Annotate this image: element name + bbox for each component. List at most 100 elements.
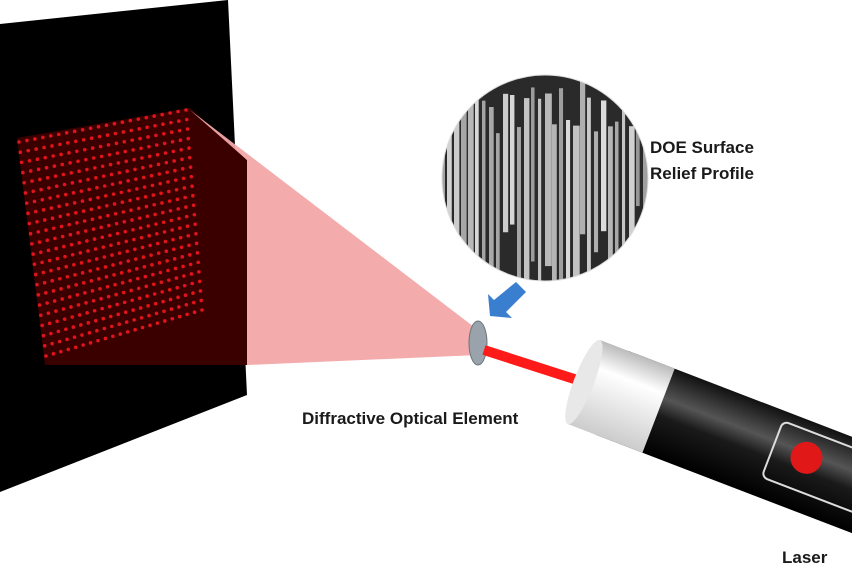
dot	[45, 301, 49, 305]
dot	[123, 229, 128, 234]
dot	[58, 214, 63, 219]
dot	[117, 251, 122, 255]
dot	[56, 329, 61, 334]
dot	[106, 143, 111, 147]
dot	[54, 184, 59, 189]
dot	[83, 229, 88, 233]
dot	[70, 252, 75, 257]
dot	[136, 196, 140, 201]
dot	[93, 247, 98, 251]
dot	[113, 212, 118, 216]
dot	[84, 301, 88, 305]
dot	[77, 169, 81, 174]
dot	[79, 261, 84, 265]
dot	[136, 117, 141, 121]
dot	[109, 243, 113, 248]
dot	[197, 270, 201, 274]
relief-ridge	[594, 131, 599, 253]
dot	[189, 174, 194, 179]
dot	[191, 203, 196, 208]
dot	[83, 291, 87, 295]
dot	[188, 262, 193, 267]
dot	[54, 246, 58, 251]
dot	[98, 215, 102, 220]
dot	[71, 191, 76, 195]
dot	[25, 138, 29, 143]
dot	[51, 154, 55, 158]
relief-ridge	[489, 107, 494, 281]
dot	[102, 255, 107, 259]
dot	[98, 144, 103, 149]
dot	[151, 282, 156, 287]
dot	[167, 199, 172, 203]
dot	[118, 261, 123, 265]
relief-ridge	[482, 100, 486, 281]
dot	[24, 201, 29, 205]
dot	[109, 172, 114, 177]
dot	[172, 257, 177, 261]
dot	[57, 204, 61, 209]
dot	[146, 224, 151, 228]
dot	[70, 315, 74, 319]
dot	[108, 162, 113, 167]
dot	[85, 239, 89, 243]
dot	[115, 231, 120, 236]
dot	[91, 227, 96, 231]
dot	[147, 144, 151, 149]
dot	[40, 260, 44, 265]
dot	[49, 268, 53, 273]
dot	[101, 245, 106, 249]
dot	[179, 147, 183, 152]
dot	[50, 278, 55, 283]
dot	[148, 323, 152, 328]
dot	[153, 301, 158, 306]
relief-ridge	[622, 83, 626, 281]
dot	[69, 305, 73, 309]
dot	[72, 201, 77, 205]
dot	[191, 193, 195, 198]
dot	[187, 243, 191, 248]
dot	[178, 226, 182, 230]
dot	[36, 167, 41, 172]
dot	[188, 253, 192, 257]
dot	[70, 181, 75, 185]
dot	[41, 333, 46, 338]
dot	[93, 166, 97, 170]
down-arrow-icon	[488, 282, 526, 318]
dot	[66, 141, 70, 145]
dot	[152, 202, 157, 207]
dot	[26, 211, 30, 216]
dot	[39, 187, 43, 192]
dot	[48, 196, 52, 200]
dot	[114, 141, 119, 146]
dot	[54, 309, 58, 313]
relief-ridge	[496, 133, 500, 281]
dot	[26, 148, 31, 153]
dot	[32, 262, 37, 267]
dot	[51, 226, 56, 231]
dot	[192, 310, 197, 314]
dot	[138, 306, 143, 310]
dot	[35, 157, 40, 162]
dot	[126, 179, 130, 183]
dot	[96, 267, 100, 271]
dot	[123, 310, 128, 315]
dot	[44, 354, 48, 358]
dot	[97, 277, 101, 281]
dot	[126, 259, 131, 263]
dot	[76, 303, 81, 307]
dot	[56, 266, 61, 271]
dot	[42, 145, 46, 150]
dot	[168, 111, 172, 115]
dot	[147, 313, 151, 318]
dot	[138, 136, 142, 141]
dot	[78, 251, 83, 255]
dot	[61, 172, 66, 177]
dot	[107, 152, 112, 157]
dot	[60, 297, 65, 301]
dot	[89, 136, 94, 140]
dot	[136, 286, 141, 291]
dot	[100, 164, 105, 169]
dot	[32, 199, 37, 204]
dot	[197, 279, 202, 284]
